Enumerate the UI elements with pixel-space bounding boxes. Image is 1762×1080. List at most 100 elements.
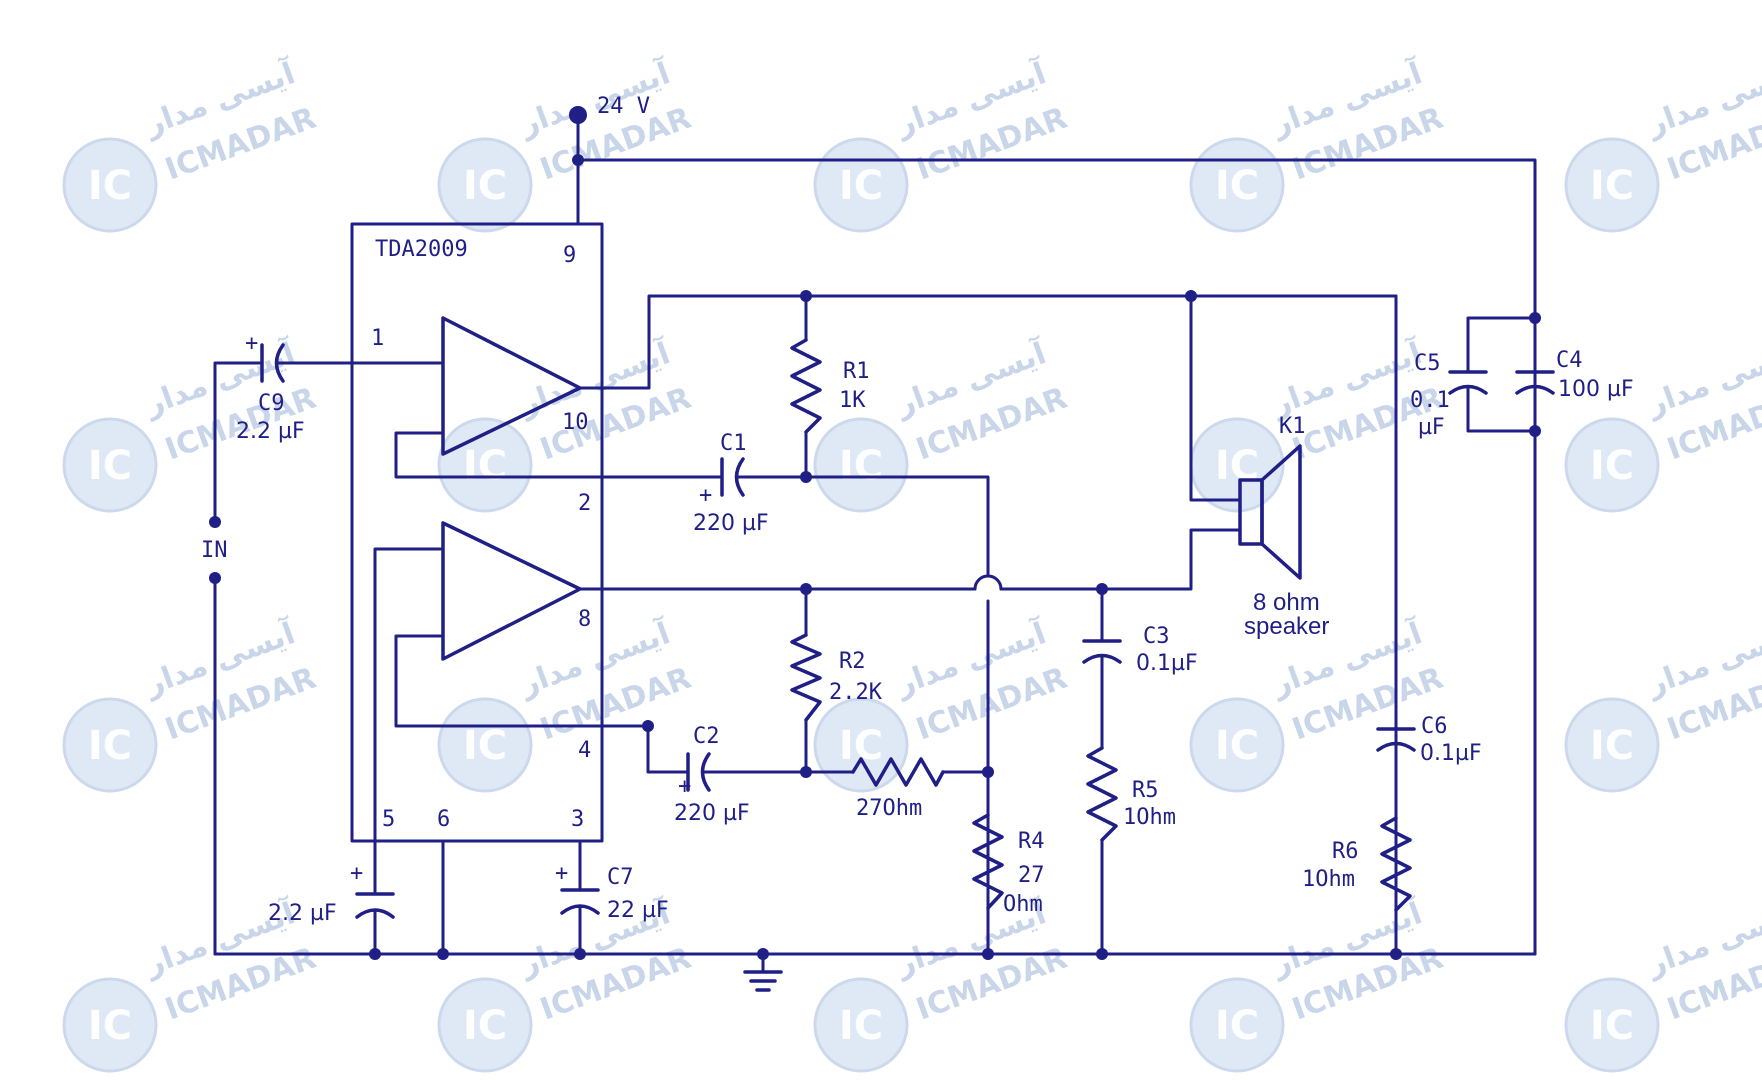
watermark-logo-icon bbox=[1564, 977, 1660, 1073]
c5-bottom-wire bbox=[1466, 385, 1537, 433]
c5-name: C5 bbox=[1414, 351, 1441, 376]
output1-to-speaker bbox=[1189, 294, 1242, 502]
r2-value: 2.2K bbox=[829, 680, 883, 705]
k1-name: K1 bbox=[1279, 414, 1306, 439]
watermark-logo-text: IC bbox=[463, 1003, 507, 1049]
r6-symbol bbox=[1380, 816, 1412, 912]
r3-symbol bbox=[851, 757, 945, 787]
watermark-logo-text: IC bbox=[839, 1003, 883, 1049]
c4-value: 100 µF bbox=[1558, 377, 1634, 402]
output2-to-speaker bbox=[999, 528, 1242, 591]
watermark-logo-icon bbox=[1564, 697, 1660, 793]
watermark-logo-icon bbox=[437, 697, 533, 793]
labels: 24 V TDA2009 9 1 10 2 8 4 5 6 3 + C9 2.2… bbox=[201, 94, 1634, 926]
watermark-logo-text: IC bbox=[88, 723, 132, 769]
supply-rail bbox=[576, 158, 1537, 956]
c9-value: 2.2 µF bbox=[236, 419, 305, 444]
r2-name: R2 bbox=[839, 649, 866, 674]
ic-name-label: TDA2009 bbox=[375, 237, 468, 262]
supply-label: 24 V bbox=[597, 94, 650, 119]
watermark-logo-text: IC bbox=[463, 723, 507, 769]
watermark-logo-text: IC bbox=[839, 443, 883, 489]
watermark-logo-icon bbox=[62, 697, 158, 793]
c5-value-1: 0.1 bbox=[1410, 388, 1450, 413]
watermark-logo-icon bbox=[1189, 697, 1285, 793]
c4-name: C4 bbox=[1556, 348, 1583, 373]
c7-symbol bbox=[560, 888, 600, 915]
c3-symbol bbox=[1082, 639, 1122, 664]
watermark-logo-text: IC bbox=[1215, 163, 1259, 209]
watermark-logo-icon bbox=[437, 137, 533, 233]
r3-value: 27Ohm bbox=[856, 796, 922, 821]
c4-symbol bbox=[1515, 370, 1555, 395]
watermark-logo-text: IC bbox=[1590, 163, 1634, 209]
watermark-logo-icon bbox=[1189, 137, 1285, 233]
c7-name: C7 bbox=[607, 865, 634, 890]
feedback1-wire bbox=[394, 431, 724, 479]
watermark-logo-icon bbox=[813, 977, 909, 1073]
pin-4-label: 4 bbox=[578, 738, 591, 763]
pin-5-label: 5 bbox=[382, 807, 395, 832]
c7-value: 22 µF bbox=[607, 898, 669, 923]
watermark-logo-icon bbox=[62, 137, 158, 233]
watermark-logo-icon bbox=[437, 977, 533, 1073]
watermark-logo-icon bbox=[813, 137, 909, 233]
c6-symbol bbox=[1376, 727, 1416, 752]
r4-value-1: 27 bbox=[1018, 863, 1045, 888]
speaker-symbol bbox=[1238, 444, 1302, 580]
watermark-logo-text: IC bbox=[1590, 723, 1634, 769]
r2-symbol bbox=[790, 633, 822, 722]
watermark-logo-icon bbox=[437, 417, 533, 513]
watermark-logo-icon bbox=[813, 417, 909, 513]
r1-value: 1K bbox=[839, 388, 866, 413]
pin5-wire bbox=[373, 547, 443, 896]
r4-symbol bbox=[972, 813, 1004, 910]
input-terminal-bottom bbox=[209, 572, 221, 584]
r4-value-2: Ohm bbox=[1003, 892, 1043, 917]
c5-top-wire bbox=[1466, 316, 1537, 374]
r1-symbol bbox=[790, 338, 822, 434]
c9-name: C9 bbox=[258, 391, 285, 416]
watermark-logo-text: IC bbox=[1215, 1003, 1259, 1049]
watermark-logo-text: IC bbox=[88, 443, 132, 489]
watermark-logo-text: IC bbox=[88, 163, 132, 209]
input-label: IN bbox=[201, 538, 228, 563]
c1-name: C1 bbox=[720, 431, 747, 456]
speaker-label-1: 8 ohm bbox=[1253, 589, 1320, 616]
pin-10-label: 10 bbox=[562, 410, 589, 435]
c6-name: C6 bbox=[1421, 714, 1448, 739]
r5-symbol bbox=[1086, 746, 1118, 842]
input-terminal-top bbox=[209, 516, 221, 528]
pin-9-label: 9 bbox=[563, 243, 576, 268]
amplifier-2-triangle bbox=[441, 521, 582, 661]
watermark-logo-icon bbox=[1564, 137, 1660, 233]
c5-value-2: µF bbox=[1418, 415, 1445, 440]
c-pin5-value: 2.2 µF bbox=[268, 901, 337, 926]
watermark-logo-icon bbox=[1189, 977, 1285, 1073]
watermark-logo-icon bbox=[62, 977, 158, 1073]
speaker-label-2: speaker bbox=[1244, 613, 1329, 640]
r6-value: 1Ohm bbox=[1302, 867, 1355, 892]
pin-8-label: 8 bbox=[578, 607, 591, 632]
junction-dots bbox=[209, 106, 1541, 960]
c2-symbol bbox=[686, 752, 711, 792]
feedback2-wire bbox=[394, 634, 690, 774]
r5-value: 1Ohm bbox=[1123, 805, 1176, 830]
pin-3-label: 3 bbox=[571, 807, 584, 832]
watermark-logo-icon bbox=[1564, 417, 1660, 513]
watermark-logo-text: IC bbox=[1590, 443, 1634, 489]
ic-body bbox=[350, 222, 604, 843]
pin-1-label: 1 bbox=[371, 326, 384, 351]
